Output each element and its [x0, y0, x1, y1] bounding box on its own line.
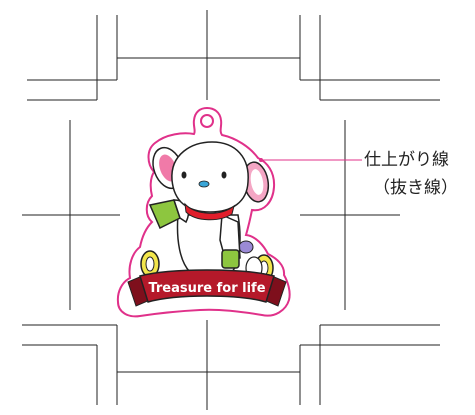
callout-leader: [259, 158, 362, 162]
keyring-hole-icon: [200, 114, 214, 128]
banner-text: Treasure for life: [148, 281, 265, 296]
crop-marks: [22, 10, 440, 410]
callout-label-die-cut: （抜き線）: [373, 178, 458, 198]
banner: Treasure for life: [127, 269, 287, 307]
callout-label-finish-line: 仕上がり線: [364, 150, 449, 170]
